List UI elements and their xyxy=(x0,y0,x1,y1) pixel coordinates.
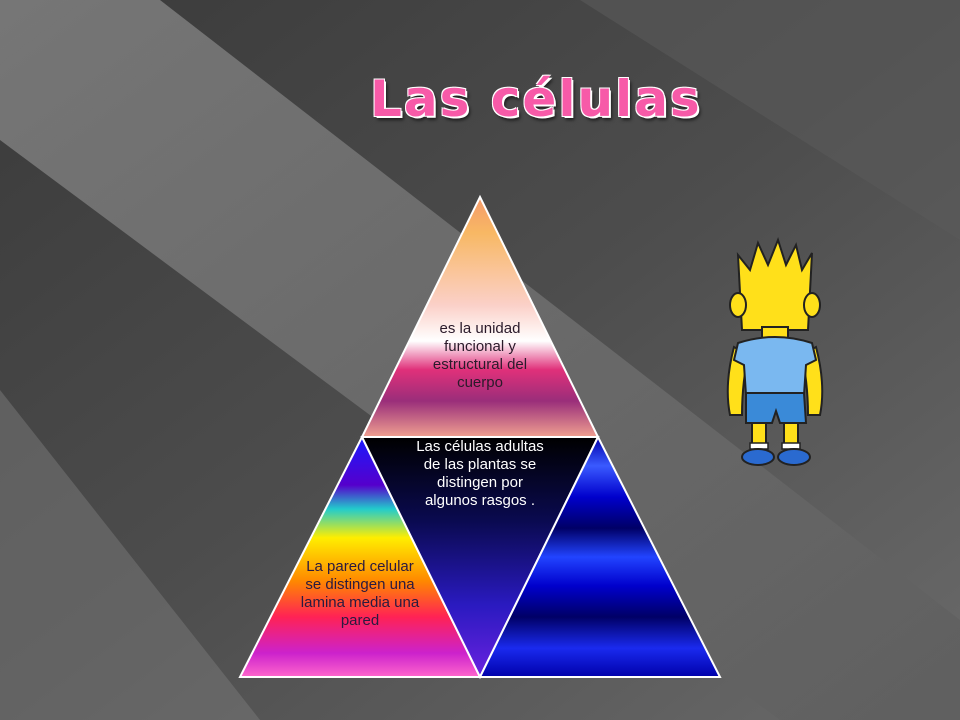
pyramid-top-text: es la unidad funcional y estructural del… xyxy=(432,320,528,391)
pyramid-left-text: La pared celular se distingen una lamina… xyxy=(300,558,420,629)
slide-title: Las células xyxy=(370,70,702,128)
cartoon-character-icon xyxy=(726,237,824,466)
pyramid-top-segment xyxy=(360,194,600,438)
pyramid-right-segment xyxy=(478,434,722,678)
pyramid-middle-text: Las células adultas de las plantas se di… xyxy=(416,438,544,509)
